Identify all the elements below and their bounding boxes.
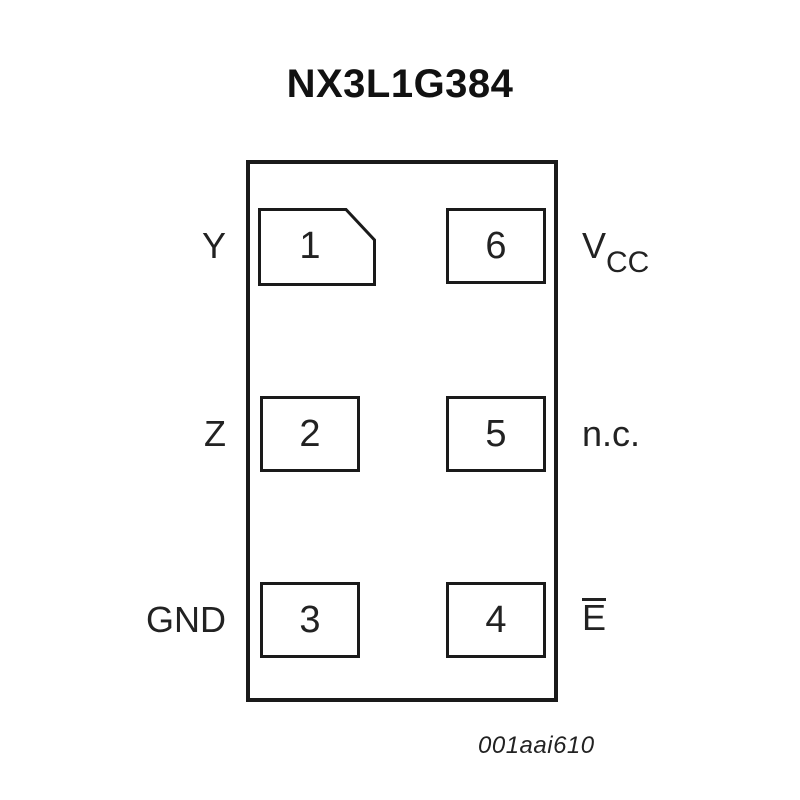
pin-2-pad: 2	[260, 396, 360, 472]
pin-4-name: E	[582, 597, 607, 638]
pin-2-name: Z	[204, 413, 226, 454]
package-outline	[246, 160, 558, 702]
pin-4-pad: 4	[446, 582, 546, 658]
pin-1-name: Y	[201, 225, 226, 266]
pin-1-number: 1	[299, 224, 321, 267]
pin-6-pad: 6	[446, 208, 546, 284]
pin-6-name: VCC	[582, 225, 649, 278]
diagram-title: NX3L1G384	[286, 62, 514, 106]
pin-5-pad: 5	[446, 396, 546, 472]
pin-3-name: GND	[146, 599, 226, 640]
pin-6-name-main: V	[582, 225, 607, 266]
pin-3-pad: 3	[260, 582, 360, 658]
figure-id: 001aai610	[478, 732, 595, 759]
pin-6-name-subscript: CC	[606, 246, 650, 279]
pin-4-name-overbar: E	[582, 597, 607, 638]
pin-5-name: n.c.	[582, 413, 641, 454]
pin-1-pad	[258, 208, 376, 286]
